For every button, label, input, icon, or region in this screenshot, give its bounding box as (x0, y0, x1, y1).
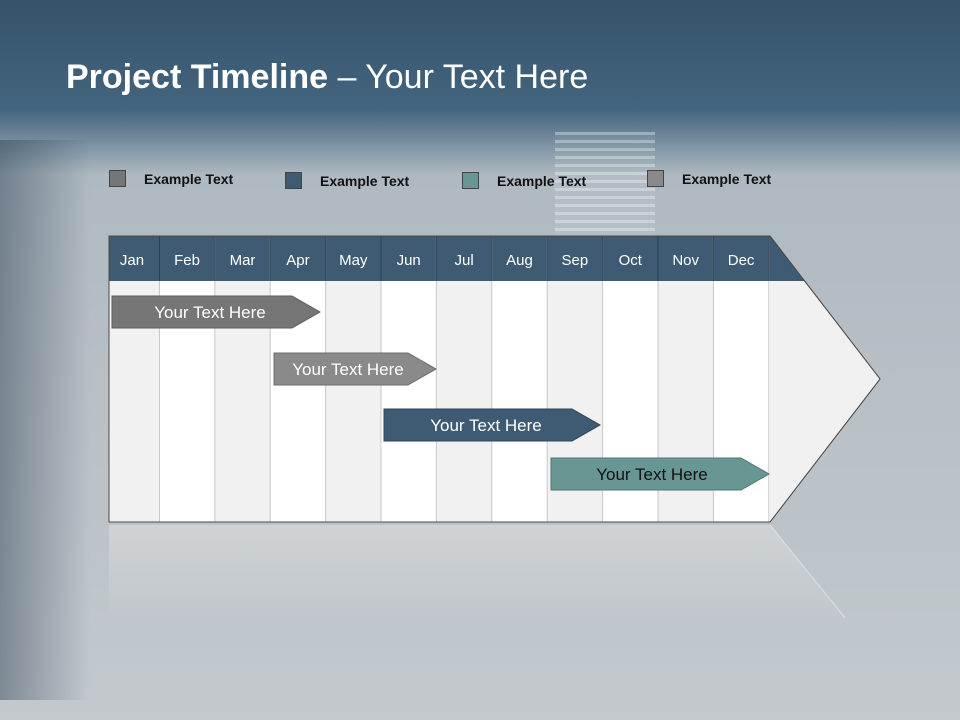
reflection-edge (769, 524, 846, 619)
legend-item: Example Text (109, 170, 233, 187)
month-label: Oct (619, 252, 643, 269)
month-label: Nov (672, 252, 699, 269)
task-bar-label: Your Text Here (292, 360, 404, 379)
legend-swatch (109, 170, 126, 187)
legend-item: Example Text (462, 172, 586, 189)
legend-swatch (285, 172, 302, 189)
month-label: Jun (397, 252, 421, 269)
month-label: May (339, 252, 368, 269)
month-column (436, 281, 492, 522)
timeline-arrow-outline (108, 235, 881, 523)
month-label: Apr (286, 252, 309, 269)
task-bar-shape (111, 295, 322, 329)
task-bar-shape (383, 408, 602, 442)
legend-item: Example Text (285, 172, 409, 189)
task-bar: Your Text Here (383, 408, 602, 442)
legend-label: Example Text (144, 170, 234, 187)
timeline-reflection (109, 525, 845, 620)
title-rest: – Your Text Here (328, 58, 589, 96)
task-bar: Your Text Here (273, 352, 438, 386)
month-label: Sep (562, 252, 589, 269)
month-column (325, 281, 381, 522)
month-header-bar (109, 236, 804, 281)
month-label: Dec (728, 252, 755, 269)
legend-item: Example Text (647, 170, 771, 187)
task-bar-label: Your Text Here (596, 465, 708, 484)
background-decoration (555, 132, 655, 242)
task-bar-label: Your Text Here (154, 303, 266, 322)
legend-label: Example Text (682, 170, 772, 187)
month-label: Mar (230, 252, 256, 269)
month-label: Aug (506, 252, 533, 269)
month-label: Jan (120, 252, 144, 269)
month-label: Feb (174, 252, 200, 269)
page-title: Project Timeline – Your Text Here (66, 58, 588, 97)
title-bold: Project Timeline (66, 58, 329, 96)
month-label: Jul (455, 252, 474, 269)
month-columns (109, 281, 880, 522)
background-decoration (0, 140, 90, 700)
task-bar-shape (273, 352, 438, 386)
task-bar-shape (550, 457, 771, 491)
legend-label: Example Text (320, 172, 410, 189)
arrow-tip-fill (770, 281, 880, 522)
legend-swatch (462, 172, 479, 189)
task-bar: Your Text Here (111, 295, 322, 329)
task-bar-label: Your Text Here (430, 416, 542, 435)
legend-label: Example Text (497, 172, 587, 189)
task-bar: Your Text Here (550, 457, 771, 491)
header-dividers (159, 236, 770, 281)
legend-swatch (647, 170, 664, 187)
